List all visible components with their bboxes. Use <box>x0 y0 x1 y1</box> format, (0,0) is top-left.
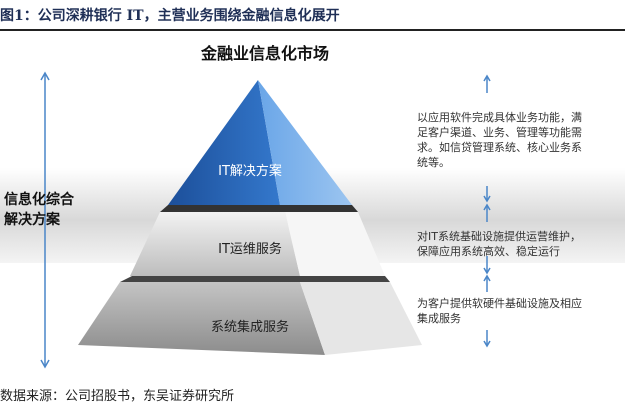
desc-it-ops: 对IT系统基础设施提供运营维护，保障应用系统高效、稳定运行 <box>417 230 581 258</box>
layer-top-right-face <box>258 80 352 205</box>
layer-bottom-right-face <box>300 282 422 355</box>
layer-bottom-top-edge <box>120 276 390 282</box>
layer-middle-top-edge <box>160 205 358 212</box>
layer-label-it-ops: IT运维服务 <box>218 242 282 257</box>
layer-top-left-face <box>168 80 280 205</box>
figure-title: 图1：公司深耕银行 IT，主营业务围绕金融信息化展开 <box>0 8 340 24</box>
layer-label-system-integration: 系统集成服务 <box>210 320 289 335</box>
layer-label-it-solutions: IT解决方案 <box>218 164 282 179</box>
left-label-line: 信息化综合 <box>4 192 74 208</box>
left-label-line: 解决方案 <box>4 212 60 228</box>
layer-bottom-left-face <box>78 282 325 355</box>
left-label: 信息化综合 解决方案 <box>4 190 74 230</box>
title-divider <box>0 29 625 31</box>
desc-system-integration: 为客户提供软硬件基础设施及相应集成服务 <box>417 297 582 325</box>
chart-title: 金融业信息化市场 <box>200 44 329 63</box>
layer-middle-right-face <box>285 212 385 276</box>
source-note: 数据来源：公司招股书，东吴证券研究所 <box>0 389 235 404</box>
right-arrows-icon <box>483 74 491 348</box>
layer-middle-left-face <box>130 212 300 276</box>
desc-it-solutions: 以应用软件完成具体业务功能，满足客户渠道、业务、管理等功能需求。如信贷管理系统、… <box>417 111 582 169</box>
double-arrow-icon <box>40 71 50 369</box>
